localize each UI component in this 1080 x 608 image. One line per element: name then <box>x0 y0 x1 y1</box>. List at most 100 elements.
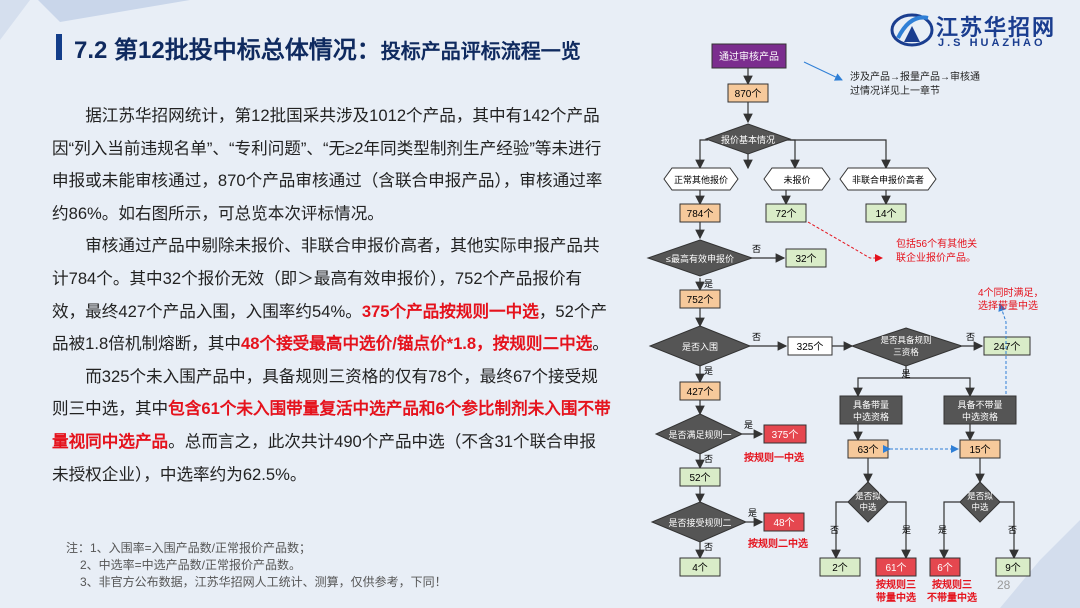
svg-text:是否满足规则一: 是否满足规则一 <box>668 429 731 440</box>
svg-text:784个: 784个 <box>687 208 714 220</box>
footnotes: 注：1、入围率=入围产品数/正常报价产品数； 2、中选率=中选产品数/正常报价产… <box>66 540 447 591</box>
svg-text:中选: 中选 <box>859 502 877 512</box>
note-arrow-red <box>807 221 883 262</box>
title-sub: 投标产品评标流程一览 <box>380 41 581 63</box>
svg-text:中选: 中选 <box>971 502 989 512</box>
svg-text:2个: 2个 <box>832 562 848 574</box>
note-red-line2: 联企业报价产品。 <box>896 251 976 264</box>
footnote-1: 注：1、入围率=入围产品数/正常报价产品数； <box>66 541 312 555</box>
rule1-label: 按规则一中选 <box>744 451 804 464</box>
paragraph-1: 据江苏华招网统计，第12批国采共涉及1012个产品，其中有142个产品因“列入当… <box>52 106 603 223</box>
flow-box-32: 32个 <box>785 248 827 268</box>
svg-text:非联合申报价高者: 非联合申报价高者 <box>852 174 924 185</box>
note-blue-line2: 选择带量中选 <box>978 299 1038 312</box>
flow-diamond-rule1: 是否满足规则一 <box>654 413 744 455</box>
svg-text:是否拟: 是否拟 <box>967 491 993 501</box>
note-blue-line1: 4个同时满足， <box>978 287 1044 299</box>
svg-text:63个: 63个 <box>857 444 878 456</box>
label-no-4: 否 <box>704 454 713 464</box>
title-bar: 7.2 第12批投中标总体情况：投标产品评标流程一览 <box>56 26 616 70</box>
flow-box-752: 752个 <box>679 289 721 309</box>
svg-text:72个: 72个 <box>775 208 796 220</box>
p2-highlight-1: 375个产品按规则一中选 <box>361 301 539 321</box>
flow-hex-normal: 正常其他报价 <box>663 167 739 191</box>
flow-box-52: 52个 <box>679 467 721 487</box>
flow-connectors <box>695 68 1019 560</box>
flow-box-2: 2个 <box>819 557 861 577</box>
label-no-1: 否 <box>752 244 761 254</box>
flow-diamond-max: ≤最高有效申报价 <box>646 239 754 277</box>
rule3b-label-2: 不带量中选 <box>927 591 977 604</box>
p3-text-a: 而325个未入围产品中，具备规则三资格的仅有78个，最终67个接受规则三中选，其… <box>52 366 598 419</box>
flow-diamond-rule3: 是否具备规则 三资格 <box>850 327 964 367</box>
flow-hex-noquote: 未报价 <box>763 167 831 191</box>
svg-text:通过审核产品: 通过审核产品 <box>719 50 779 63</box>
p2-text-b: ，52个产品被1.8倍机制熔断，其中 <box>52 301 608 354</box>
svg-text:14个: 14个 <box>875 208 896 220</box>
title-accent-bar <box>56 34 62 60</box>
svg-text:375个: 375个 <box>772 429 799 441</box>
flow-diamond-pick-a: 是否拟 中选 <box>847 481 889 523</box>
svg-text:6个: 6个 <box>937 562 953 574</box>
p3-text-b: 。总而言之，此次共计490个产品中选（不含31个联合申报未授权企业），中选率约为… <box>52 431 596 484</box>
logo-icon <box>890 13 934 47</box>
svg-text:32个: 32个 <box>795 253 816 265</box>
flow-box-4: 4个 <box>679 557 721 577</box>
flow-box-15: 15个 <box>959 439 1001 459</box>
note-arrow-blue <box>998 303 1007 407</box>
logo-text-en: J.S HUAZHAO <box>938 37 1046 49</box>
paragraph-3: 而325个未入围产品中，具备规则三资格的仅有78个，最终67个接受规则三中选，其… <box>52 361 612 491</box>
rule3a-label-1: 按规则三 <box>876 578 916 591</box>
svg-text:≤最高有效申报价: ≤最高有效申报价 <box>666 253 734 264</box>
flow-node-start: 通过审核产品 <box>711 43 787 69</box>
flow-box-427: 427个 <box>679 381 721 401</box>
svg-text:61个: 61个 <box>885 562 906 574</box>
svg-text:15个: 15个 <box>969 444 990 456</box>
label-no-5: 否 <box>830 525 839 535</box>
svg-text:是否拟: 是否拟 <box>855 491 881 501</box>
p2-text-a: 审核通过产品中剔除未报价、非联合申报价高者，其他实际申报产品共计784个。其中3… <box>52 236 600 321</box>
label-no-3: 否 <box>966 332 975 342</box>
label-yes-6: 是 <box>938 525 947 535</box>
svg-text:报价基本情况: 报价基本情况 <box>721 134 775 145</box>
label-yes-rule3: 是 <box>901 369 910 379</box>
label-yes-2: 是 <box>704 366 713 376</box>
logo: 江苏华招网 J.S HUAZHAO <box>890 8 1075 54</box>
label-no-6: 否 <box>1008 525 1017 535</box>
svg-text:9个: 9个 <box>1005 562 1021 574</box>
svg-text:247个: 247个 <box>994 341 1021 353</box>
flow-diamond-quote: 报价基本情况 <box>704 123 792 155</box>
label-no-7: 否 <box>704 542 713 552</box>
label-yes-3: 是 <box>744 420 753 430</box>
svg-text:是否接受规则二: 是否接受规则二 <box>668 517 731 528</box>
title-main: 7.2 第12批投中标总体情况： <box>74 37 381 64</box>
page-number: 28 <box>997 578 1011 592</box>
footnote-3: 3、非官方公布数据，江苏华招网人工统计、测算，仅供参考，下同！ <box>80 575 447 589</box>
flow-box-72: 72个 <box>765 203 807 223</box>
svg-text:870个: 870个 <box>735 88 762 100</box>
flow-hex-nonjoint: 非联合申报价高者 <box>839 167 937 191</box>
flow-box-48: 48个 <box>763 512 805 532</box>
svg-text:4个: 4个 <box>692 562 708 574</box>
svg-text:具备不带量: 具备不带量 <box>957 399 1002 410</box>
label-yes-4: 是 <box>748 508 757 518</box>
p2-highlight-2: 48个接受最高中选价/锚点价*1.8，按规则二中选 <box>241 334 593 354</box>
flow-diamond-rule2: 是否接受规则二 <box>650 501 748 543</box>
flow-box-without-vol: 具备不带量 中选资格 <box>943 395 1017 425</box>
logo-text-cn: 江苏华招网 <box>936 15 1057 40</box>
page-title: 7.2 第12批投中标总体情况：投标产品评标流程一览 <box>74 30 581 65</box>
svg-text:具备带量: 具备带量 <box>853 399 889 410</box>
svg-text:325个: 325个 <box>797 341 824 353</box>
svg-text:752个: 752个 <box>687 294 714 306</box>
flow-box-with-vol: 具备带量 中选资格 <box>839 395 903 425</box>
flow-diamond-pick-b: 是否拟 中选 <box>959 481 1001 523</box>
svg-text:是否具备规则: 是否具备规则 <box>880 335 931 345</box>
rule3b-label-1: 按规则三 <box>932 578 972 591</box>
flow-box-375: 375个 <box>763 424 807 444</box>
flow-box-784: 784个 <box>679 203 721 223</box>
svg-text:48个: 48个 <box>773 517 794 529</box>
flow-box-9: 9个 <box>995 557 1031 577</box>
